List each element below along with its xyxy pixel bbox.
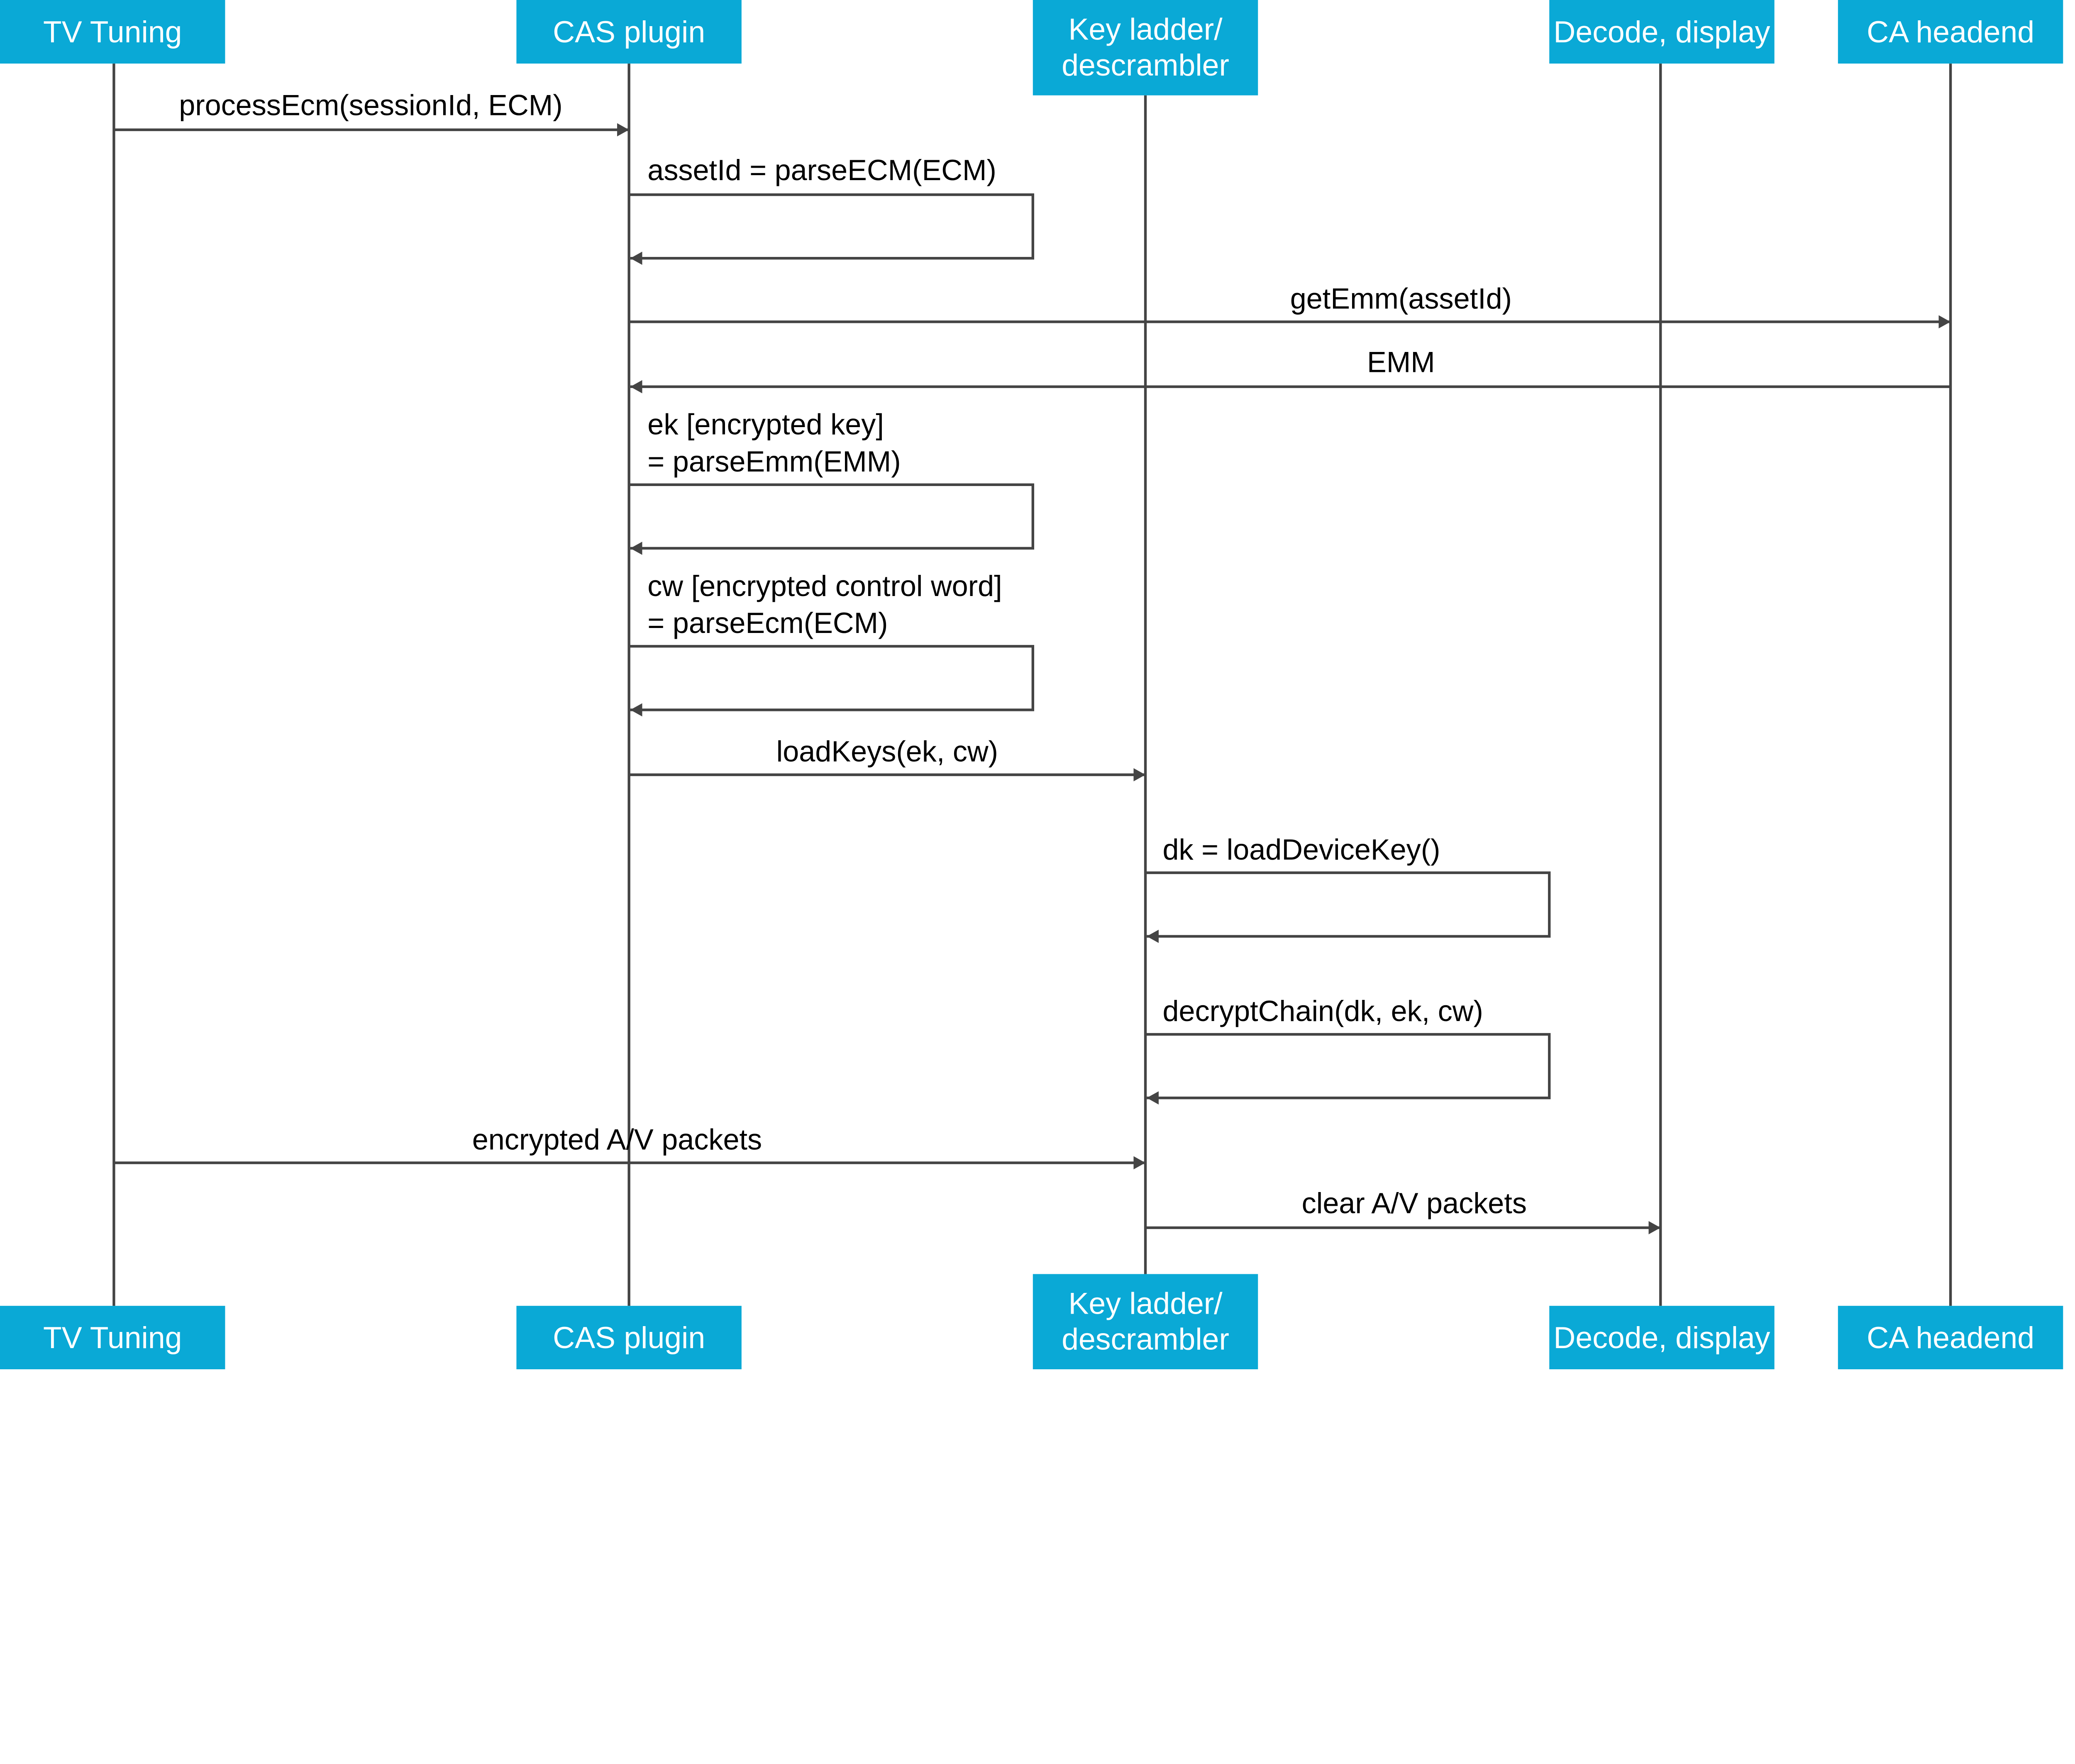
participant-label: CA headend [1867,15,2034,49]
participant-key-ladder-top: Key ladder/ descrambler [1033,0,1258,95]
message-load-device-key: dk = loadDeviceKey() [1145,833,1551,943]
message-encrypted-packets: encrypted A/V packets [114,1123,1146,1170]
message-label-line1: cw [encrypted control word] [647,569,1002,602]
participant-label: TV Tuning [43,15,182,49]
participant-cas-plugin-top: CAS plugin [516,0,742,64]
participant-label: TV Tuning [43,1321,182,1355]
participant-label: CAS plugin [553,1321,705,1355]
message-process-ecm: processEcm(sessionId, ECM) [114,89,629,137]
participant-ca-headend-top: CA headend [1838,0,2063,64]
message-label-line2: = parseEcm(ECM) [647,606,888,639]
participant-ca-headend-bottom: CA headend [1838,1306,2063,1370]
message-load-keys: loadKeys(ek, cw) [629,735,1146,782]
message-label: processEcm(sessionId, ECM) [179,89,562,122]
sequence-diagram: TV Tuning CAS plugin Key ladder/ descram… [0,0,2063,1370]
message-get-emm: getEmm(assetId) [629,282,1951,329]
message-label-line2: = parseEmm(EMM) [647,445,901,478]
message-label: assetId = parseECM(ECM) [647,154,996,186]
message-label: decryptChain(dk, ek, cw) [1163,994,1483,1027]
participant-label: Decode, display [1553,1321,1770,1355]
message-label: dk = loadDeviceKey() [1163,833,1440,866]
participant-tv-tuning-bottom: TV Tuning [0,1306,225,1370]
message-label: loadKeys(ek, cw) [776,735,998,768]
message-clear-packets: clear A/V packets [1145,1187,1661,1234]
message-parse-ecm-asset: assetId = parseECM(ECM) [629,154,1035,265]
participant-label: CAS plugin [553,15,705,49]
participant-label: CA headend [1867,1321,2034,1355]
participant-label: Decode, display [1553,15,1770,49]
message-parse-emm: ek [encrypted key] = parseEmm(EMM) [629,408,1035,555]
message-label: getEmm(assetId) [1290,282,1512,315]
message-label: encrypted A/V packets [472,1123,762,1156]
message-decrypt-chain: decryptChain(dk, ek, cw) [1145,994,1551,1105]
participant-label-line2: descrambler [1062,48,1229,82]
participant-decode-display-bottom: Decode, display [1549,1306,1775,1370]
message-label: clear A/V packets [1302,1187,1527,1219]
participant-cas-plugin-bottom: CAS plugin [516,1306,742,1370]
message-emm: EMM [630,346,1951,393]
participant-key-ladder-bottom: Key ladder/ descrambler [1033,1274,1258,1370]
message-label-line1: ek [encrypted key] [647,408,884,441]
participant-decode-display-top: Decode, display [1549,0,1775,64]
participant-label-line2: descrambler [1062,1322,1229,1356]
participant-tv-tuning-top: TV Tuning [0,0,225,64]
message-parse-ecm-cw: cw [encrypted control word] = parseEcm(E… [629,569,1035,717]
message-label: EMM [1367,346,1435,379]
participant-label-line1: Key ladder/ [1068,12,1223,46]
participant-label-line1: Key ladder/ [1068,1286,1223,1320]
